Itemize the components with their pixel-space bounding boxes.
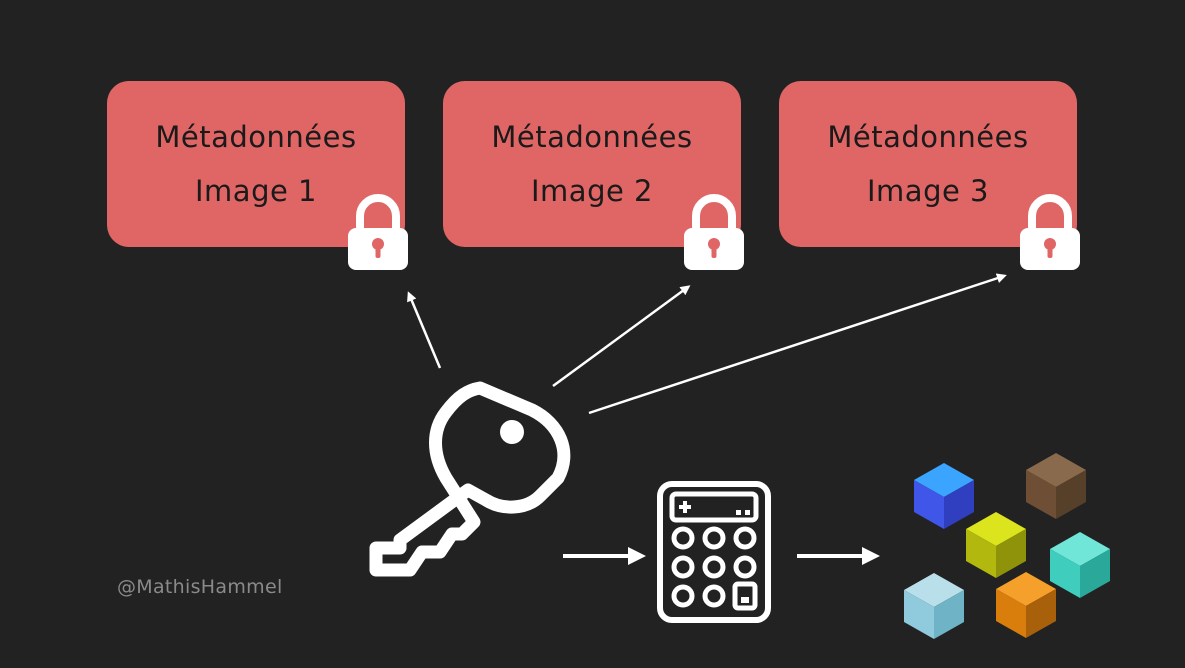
metadata-box-title: Métadonnées <box>155 120 357 154</box>
cube-teal <box>1050 532 1110 598</box>
cube-brown <box>1026 453 1086 519</box>
cube-blue <box>914 463 974 529</box>
metadata-box-image-1: Métadonnées Image 1 <box>107 81 405 247</box>
cubes-icon <box>904 453 1110 639</box>
lock-icon <box>1020 194 1080 270</box>
lock-icon <box>684 194 744 270</box>
metadata-box-image-3: Métadonnées Image 3 <box>779 81 1077 247</box>
arrow-key-to-lock-1 <box>407 291 442 369</box>
metadata-box-image-2: Métadonnées Image 2 <box>443 81 741 247</box>
key-hole <box>500 420 524 444</box>
cube-orange <box>996 572 1056 638</box>
key-icon <box>369 381 571 577</box>
watermark-handle: @MathisHammel <box>117 576 283 598</box>
metadata-box-subtitle: Image 3 <box>867 174 989 208</box>
arrow-key-to-lock-2 <box>552 285 691 388</box>
calculator-icon <box>657 481 771 623</box>
metadata-box-subtitle: Image 2 <box>531 174 653 208</box>
metadata-box-subtitle: Image 1 <box>195 174 317 208</box>
lock-icon <box>348 194 408 270</box>
metadata-box-title: Métadonnées <box>491 120 693 154</box>
cube-lightblue <box>904 573 964 639</box>
metadata-box-title: Métadonnées <box>827 120 1029 154</box>
arrow-key-to-lock-3 <box>588 273 1007 415</box>
cube-yellow <box>966 512 1026 578</box>
